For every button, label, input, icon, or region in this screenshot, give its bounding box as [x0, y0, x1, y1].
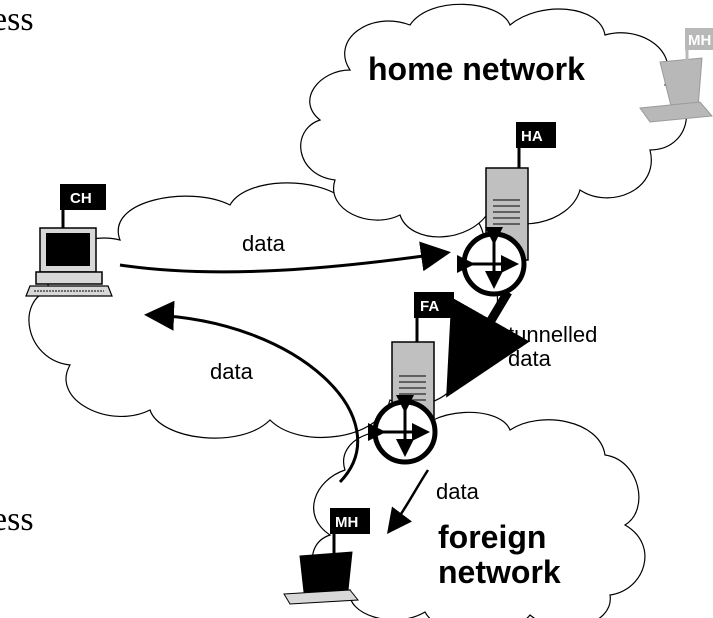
mh-foreign-flag-label: MH	[335, 514, 358, 531]
data-arrow-fa-to-mh	[387, 469, 430, 535]
foreign-network-label-line1: foreign	[438, 519, 546, 555]
data-arrow-ch-to-ha	[119, 241, 451, 274]
fa-flag-label: FA	[420, 298, 439, 315]
tunnelled-label-line2: data	[508, 346, 552, 371]
ch-flag-label: CH	[70, 190, 92, 207]
slide-text-fragment-bottom: ess	[0, 501, 34, 538]
data-label-fa-to-mh: data	[436, 479, 480, 504]
mh-home-flag-label: MH	[688, 32, 711, 49]
tunnelled-label-line1: tunnelled	[508, 322, 597, 347]
data-label-mh-to-ch: data	[210, 359, 254, 384]
ha-router-icon	[457, 227, 527, 297]
ch-desktop-icon: CH	[25, 184, 113, 297]
mh-ghost-laptop-icon: MH	[639, 28, 713, 123]
data-label-ch-to-ha: data	[242, 231, 286, 256]
home-network-cloud	[300, 3, 687, 238]
tunnel-arrow-ha-to-fa	[446, 289, 530, 398]
fa-router-icon	[368, 395, 438, 465]
internet-cloud	[28, 178, 498, 439]
home-network-label: home network	[368, 51, 585, 87]
data-arrow-mh-to-ch	[144, 300, 360, 484]
slide-text-fragment-top: ess	[0, 1, 34, 38]
ha-flag-label: HA	[521, 128, 543, 145]
foreign-network-label-line2: network	[438, 554, 561, 590]
mh-laptop-icon: MH	[283, 508, 370, 605]
